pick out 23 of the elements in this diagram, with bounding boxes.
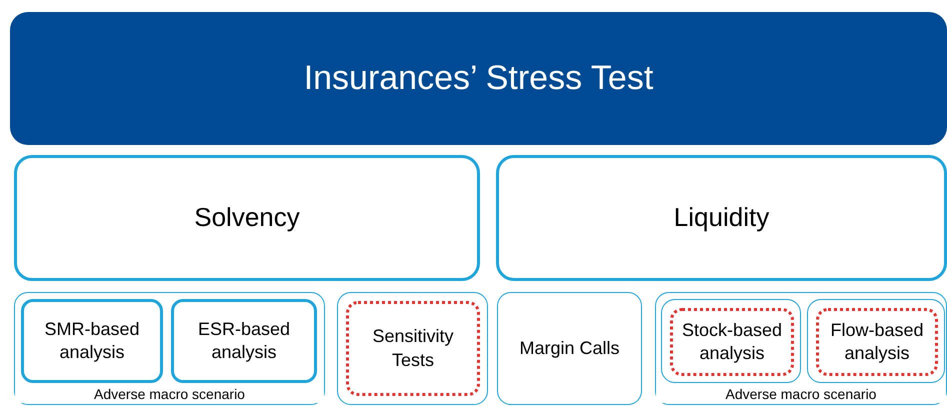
box-label: SMR-based analysis <box>43 318 141 364</box>
category-box <box>496 155 947 281</box>
analysis-box <box>171 299 317 383</box>
scenario-panel <box>655 292 947 405</box>
category-box <box>14 155 480 281</box>
box-label: Stock-based analysis <box>680 318 784 365</box>
box-label: Solvency <box>193 201 301 234</box>
title-banner <box>10 12 947 145</box>
dotted-box <box>346 301 480 396</box>
dotted-box <box>670 308 794 376</box>
outlined-box <box>337 292 488 405</box>
box-label: Sensitivity Tests <box>371 325 455 372</box>
title-text: Insurances’ Stress Test <box>302 58 654 100</box>
box-label: ESR-based analysis <box>196 318 292 364</box>
box-label: Liquidity <box>672 201 770 234</box>
analysis-box <box>21 299 163 383</box>
outlined-box <box>661 299 801 383</box>
outlined-box <box>807 299 945 383</box>
box-label: Margin Calls <box>518 336 621 360</box>
scenario-panel <box>14 292 325 405</box>
box-label: Flow-based analysis <box>829 318 925 365</box>
outlined-box <box>497 292 642 405</box>
dotted-box <box>816 308 938 376</box>
